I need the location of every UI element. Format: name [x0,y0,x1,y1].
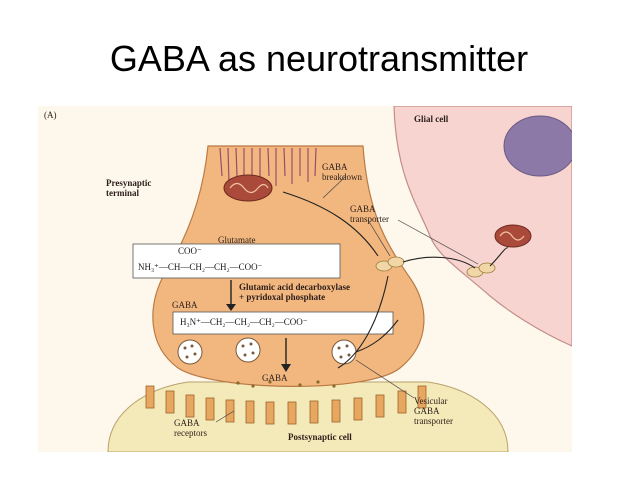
presynaptic-mitochondrion [223,174,273,202]
gaba-transporter-proteins [375,256,496,278]
gaba-receptors-label-line1: GABA [174,418,200,428]
presynaptic-label-line1: Presynaptic [106,178,152,188]
glutamate-formula-box [132,243,341,279]
presynaptic-label-line2: terminal [106,188,139,198]
enzyme-label-line2: + pyridoxal phosphate [239,292,326,302]
gaba-synapse-diagram: (A) Glial cell Presynaptic terminal GABA… [38,106,572,452]
gaba-breakdown-label-line2: breakdown [322,172,362,182]
enzyme-label-line1: Glutamic acid decarboxylase [239,282,350,292]
glial-cell-label: Glial cell [414,114,449,124]
gaba-formula: H₃N⁺—CH₂—CH₂—CH₂—COO⁻ [180,317,308,327]
gaba-breakdown-label-line1: GABA [322,162,348,172]
glial-mitochondrion [494,224,532,248]
vesicular-transporter-label-line3: transporter [414,416,453,426]
gaba-transporter-label-line2: transporter [350,214,389,224]
gaba-in-cleft [236,380,336,388]
slide-title: GABA as neurotransmitter [109,38,529,79]
gaba-transporter-label-line1: GABA [350,204,376,214]
gaba-formula-box [172,311,394,335]
glial-nucleus [503,115,572,177]
gaba-receptors [145,385,427,425]
synapse-illustration [107,106,572,452]
synaptic-vesicles [177,337,357,365]
vesicular-transporter-label-line1: Vesicular [414,396,448,406]
glutamate-label: Glutamate [218,235,256,245]
postsynaptic-label: Postsynaptic cell [288,432,352,442]
gaba-receptors-label-line2: receptors [174,428,207,438]
glutamate-carboxyl-group: COO⁻ [178,246,202,256]
gaba-synthesis-label: GABA [172,300,198,310]
panel-label: (A) [44,110,57,120]
vesicular-transporter-label-line2: GABA [414,406,440,416]
glutamate-formula: NH₃⁺—CH—CH₂—CH₂—COO⁻ [138,262,263,272]
gaba-cleft-label: GABA [262,373,288,383]
